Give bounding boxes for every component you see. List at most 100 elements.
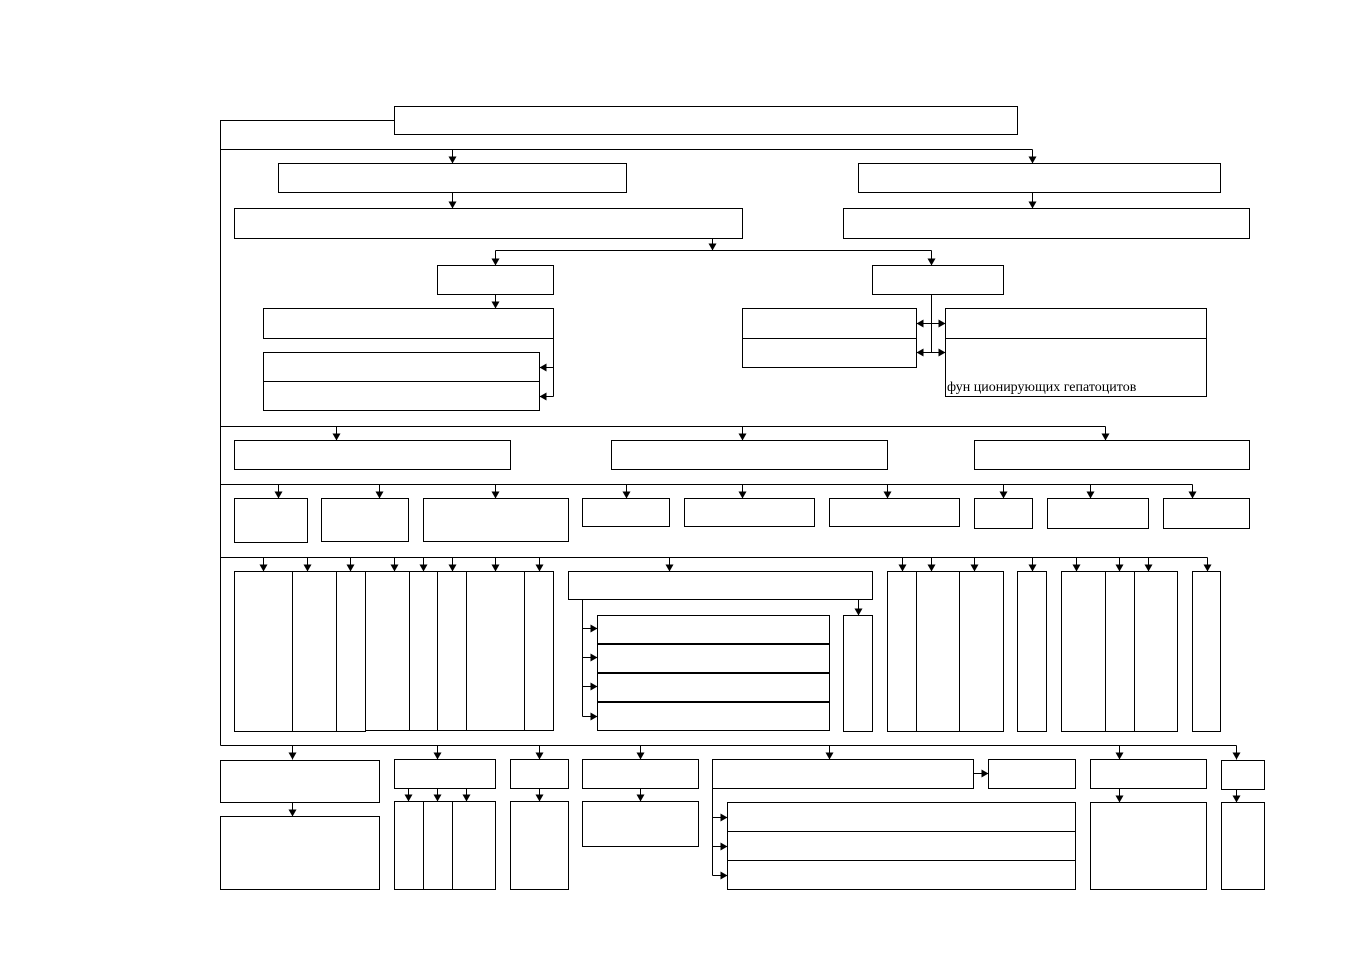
arrowhead [419,564,428,572]
arrowhead [825,752,834,760]
arrowhead [462,794,471,802]
arrowhead [404,794,413,802]
arrowhead [665,564,674,572]
diagram-box [742,308,917,339]
arrowhead [636,794,645,802]
diagram-box [582,759,699,789]
box-caption: фун ционирующих гепатоцитов [947,380,1137,395]
diagram-box [727,831,1076,861]
diagram-box [712,759,974,789]
diagram-box [1192,571,1221,732]
arrowhead [448,564,457,572]
arrowhead [916,319,924,328]
diagram-box [959,571,1004,732]
diagram-box [1061,571,1106,732]
diagram-box [582,498,670,527]
arrowhead [491,258,500,266]
diagram-box [437,571,467,731]
diagram-box [263,381,540,411]
diagram-box [365,571,410,731]
arrowhead [448,201,457,209]
diagram-box [1163,498,1250,529]
diagram-box [611,440,888,470]
arrowhead [590,712,598,721]
diagram-box [234,440,511,470]
arrowhead [1232,795,1241,803]
arrowhead [491,301,500,309]
diagram-box [974,440,1250,470]
arrowhead [1115,564,1124,572]
arrowhead [491,564,500,572]
main-spine [220,120,395,746]
diagram-box [597,673,830,702]
diagram-box [858,163,1221,193]
diagram-box [1017,571,1047,732]
arrowhead [1028,564,1037,572]
arrowhead [1115,795,1124,803]
arrowhead [375,491,384,499]
arrowhead [883,491,892,499]
diagram-box [394,801,424,890]
arrowhead [1028,156,1037,164]
arrowhead [970,564,979,572]
diagram-box [234,571,293,732]
diagram-box [394,759,496,789]
arrowhead [539,392,547,401]
diagram-box [684,498,815,527]
arrowhead [999,491,1008,499]
diagram-box [452,801,496,890]
diagram-box [510,759,569,789]
arrowhead [938,319,946,328]
diagram-box [423,801,453,890]
top-box [394,106,1018,135]
arrowhead [738,433,747,441]
arrowhead [927,564,936,572]
diagram-box [945,308,1207,339]
diagram-box [727,860,1076,890]
diagram-box [742,338,917,368]
diagram-box [263,308,554,339]
arrowhead [433,752,442,760]
diagram-box [843,615,873,732]
diagram-box [321,498,409,542]
arrowhead [1086,491,1095,499]
diagram-box [278,163,627,193]
diagram-box [568,571,873,600]
diagram-box [1105,571,1135,732]
diagram-box [597,702,830,731]
arrowhead [535,752,544,760]
diagram-box [988,759,1076,789]
diagram-box [234,208,743,239]
arrowhead [981,769,989,778]
diagram-box [220,816,380,890]
arrowhead [288,752,297,760]
arrowhead [720,871,728,880]
diagram-box [597,644,830,673]
diagram-box [1134,571,1178,732]
arrowhead [332,433,341,441]
arrowhead [1144,564,1153,572]
arrowhead [720,842,728,851]
arrowhead [738,491,747,499]
diagram-box [1090,759,1207,789]
arrowhead [346,564,355,572]
arrowhead [590,682,598,691]
diagram-box [945,338,1207,397]
arrowhead [1232,752,1241,760]
diagram-box [220,760,380,803]
diagram-box [234,498,308,543]
diagram-box [1047,498,1149,529]
diagram-box [916,571,960,732]
arrowhead [622,491,631,499]
arrowhead [303,564,312,572]
arrowhead [535,564,544,572]
arrowhead [927,258,936,266]
arrowhead [854,608,863,616]
arrowhead [898,564,907,572]
diagram-box [974,498,1033,529]
diagram-box [843,208,1250,239]
diagram-box [409,571,438,731]
arrowhead [720,813,728,822]
diagram-box [597,615,830,644]
arrowhead [259,564,268,572]
